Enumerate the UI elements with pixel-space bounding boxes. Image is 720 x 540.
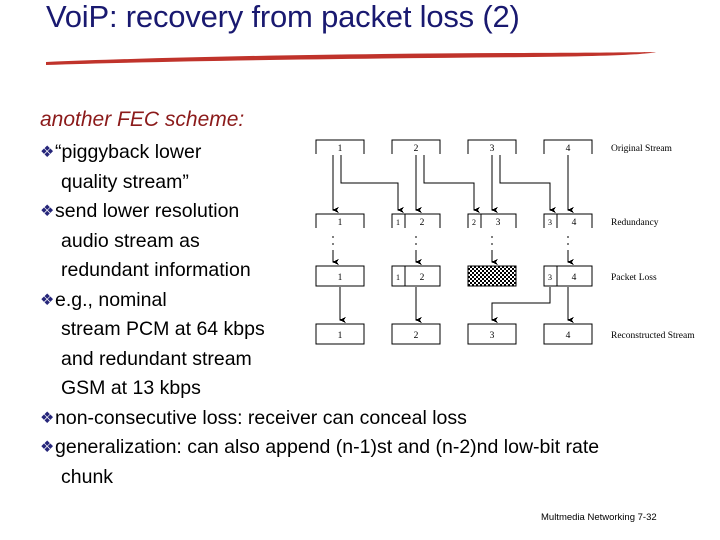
bullet-list: ❖“piggyback lower quality stream” ❖send … (40, 138, 720, 492)
page-title: VoiP: recovery from packet loss (2) (46, 0, 520, 34)
cell-label: 1 (338, 144, 343, 154)
list-item-text: GSM at 13 kbps (61, 377, 201, 399)
list-item-continuation: chunk (40, 463, 720, 493)
cell-label: 1 (338, 331, 343, 341)
cell-label: 1 (338, 218, 343, 228)
bullet-diamond-icon: ❖ (40, 439, 55, 456)
redundancy-sub-label: 2 (472, 218, 476, 227)
list-item-text: quality stream” (61, 170, 189, 193)
bullet-diamond-icon: ❖ (40, 291, 55, 309)
redundancy-sub-label: 3 (548, 218, 552, 227)
cell-label: 2 (414, 144, 419, 154)
redundancy-sub-label: 1 (396, 218, 400, 227)
list-item: ❖send lower resolution (40, 197, 720, 227)
list-item-text: and redundant stream (61, 347, 252, 370)
cell-label: 3 (496, 218, 501, 228)
list-item: ❖generalization: can also append (n-1)st… (40, 433, 720, 463)
slide-footer: Multmedia Networking 7-32 (541, 512, 657, 523)
cell-label: 2 (420, 218, 425, 228)
cell-label: 4 (572, 218, 577, 228)
list-item-continuation: quality stream” (40, 168, 720, 198)
bullet-diamond-icon: ❖ (40, 203, 55, 220)
list-item-text: stream PCM at 64 kbps (61, 318, 265, 340)
list-item-continuation: audio stream as (40, 227, 720, 257)
list-item-text: audio stream as (61, 229, 200, 252)
list-item-continuation: and redundant stream (40, 345, 720, 375)
list-item-text: redundant information (61, 259, 251, 281)
redundancy-sub-label: 3 (548, 273, 552, 282)
cell-label: 4 (572, 273, 577, 283)
list-item-continuation: GSM at 13 kbps (40, 374, 720, 404)
list-item-text: non-consecutive loss: receiver can conce… (55, 406, 467, 429)
list-item: ❖e.g., nominal (40, 286, 720, 316)
list-item-text: chunk (61, 465, 114, 488)
lost-packet-cell (467, 265, 517, 287)
cell-label: 3 (490, 144, 495, 154)
section-lead: another FEC scheme: (40, 108, 245, 131)
list-item-text: “piggyback lower (55, 141, 202, 163)
row-label-redundancy: Redundancy (611, 218, 659, 228)
bullet-diamond-icon: ❖ (40, 144, 55, 161)
list-item-text: send lower resolution (55, 200, 240, 222)
row-label-original-stream: Original Stream (611, 144, 673, 154)
row-label-reconstructed-stream: Reconstructed Stream (611, 331, 695, 341)
list-item-text: generalization: can also append (n-1)st … (55, 436, 600, 458)
cell-label: 1 (338, 273, 343, 283)
list-item: ❖non-consecutive loss: receiver can conc… (40, 404, 720, 434)
list-item-continuation: stream PCM at 64 kbps (40, 315, 720, 345)
cell-label: 4 (566, 331, 571, 341)
list-item-text: e.g., nominal (55, 288, 167, 311)
list-item-continuation: redundant information (40, 256, 720, 286)
title-underline-rule (44, 48, 664, 68)
fec-piggyback-diagram: 1 2 3 4 1 2 3 4 1 2 3 1 2 4 1 3 1 (312, 132, 720, 352)
cell-label: 2 (414, 331, 419, 341)
cell-label: 3 (490, 331, 495, 341)
row-label-packet-loss: Packet Loss (611, 273, 657, 283)
bullet-diamond-icon: ❖ (40, 409, 55, 427)
cell-label: 2 (420, 273, 425, 283)
redundancy-sub-label: 1 (396, 273, 400, 282)
cell-label: 4 (566, 144, 571, 154)
list-item: ❖“piggyback lower (40, 138, 720, 168)
